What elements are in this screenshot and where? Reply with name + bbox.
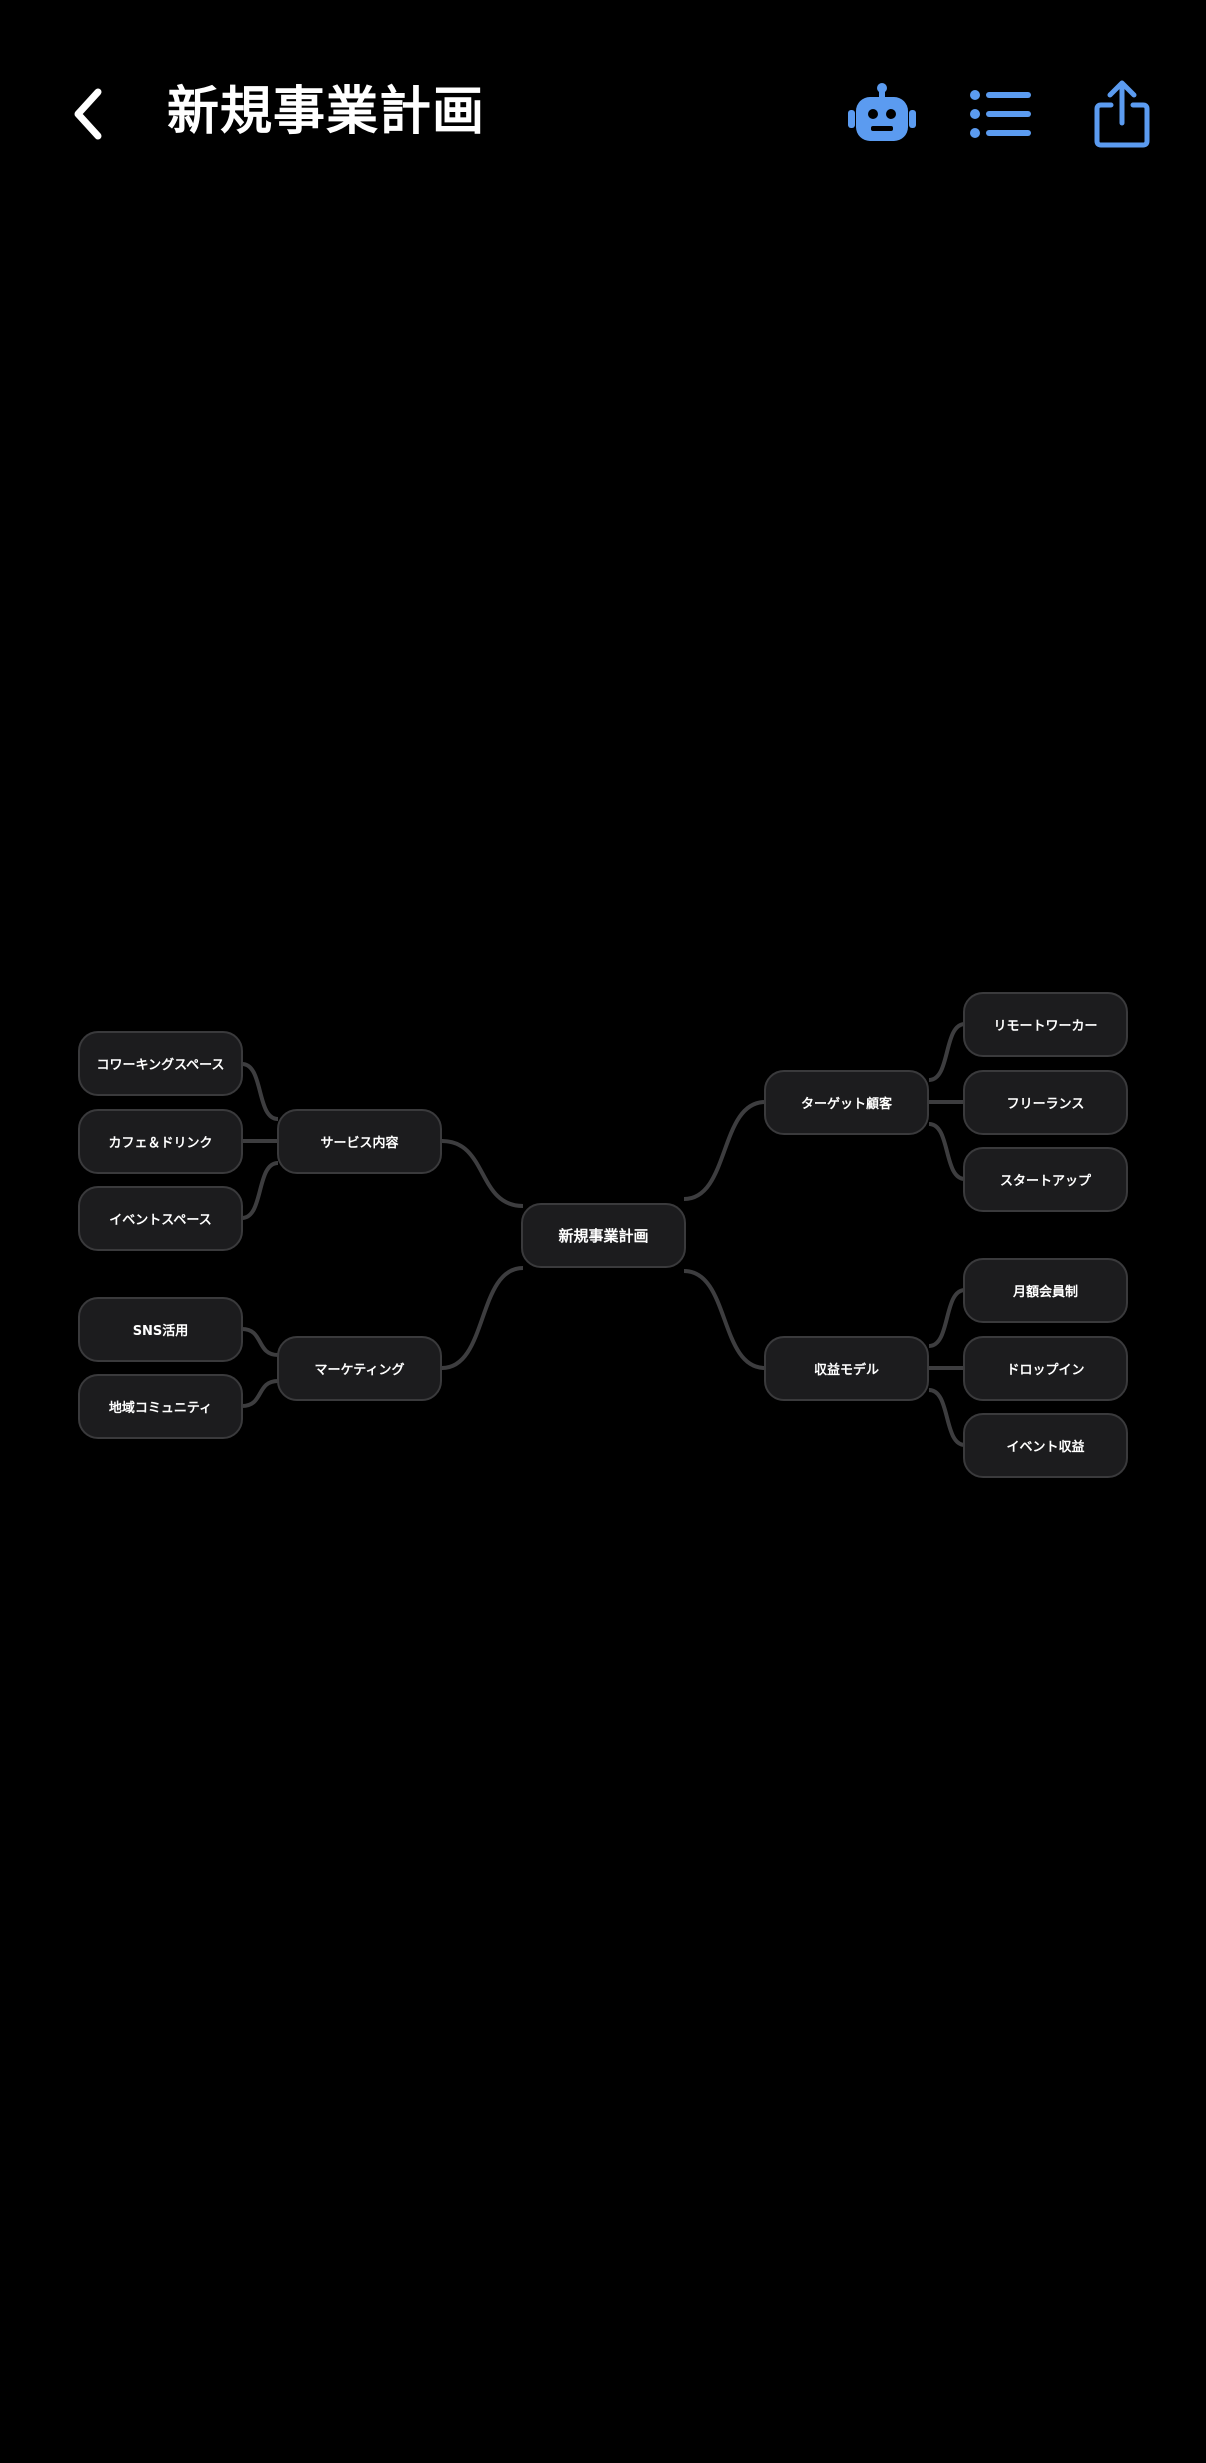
leaf-node-remote-worker[interactable]: リモートワーカー: [963, 992, 1128, 1057]
leaf-node-freelance[interactable]: フリーランス: [963, 1070, 1128, 1135]
branch-node-marketing[interactable]: マーケティング: [277, 1336, 442, 1401]
edge-revenue-event: [928, 1388, 966, 1447]
edge-marketing-sns: [241, 1327, 279, 1357]
edge-root-revenue: [683, 1269, 766, 1370]
top-navigation-bar: 新規事業計画: [0, 60, 1206, 165]
leaf-node-event-space[interactable]: イベントスペース: [78, 1186, 243, 1251]
leaf-node-drop-in[interactable]: ドロップイン: [963, 1336, 1128, 1401]
outline-list-button[interactable]: [961, 74, 1041, 154]
leaf-node-event-revenue[interactable]: イベント収益: [963, 1413, 1128, 1478]
edge-root-target: [683, 1100, 766, 1201]
branch-node-target-customers[interactable]: ターゲット顧客: [764, 1070, 929, 1135]
edge-root-marketing: [441, 1266, 524, 1370]
robot-button[interactable]: [842, 74, 922, 154]
edge-target-remote: [928, 1022, 966, 1082]
edge-service-coworking: [241, 1062, 279, 1121]
back-button[interactable]: [48, 74, 128, 154]
robot-icon: [848, 83, 916, 141]
share-icon: [1094, 80, 1150, 148]
edge-root-service: [441, 1139, 524, 1208]
leaf-node-monthly-membership[interactable]: 月額会員制: [963, 1258, 1128, 1323]
leaf-node-local-community[interactable]: 地域コミュニティ: [78, 1374, 243, 1439]
branch-node-revenue-model[interactable]: 収益モデル: [764, 1336, 929, 1401]
share-button[interactable]: [1082, 74, 1162, 154]
list-icon: [970, 90, 1031, 138]
leaf-node-startup[interactable]: スタートアップ: [963, 1147, 1128, 1212]
branch-node-service-content[interactable]: サービス内容: [277, 1109, 442, 1174]
leaf-node-sns[interactable]: SNS活用: [78, 1297, 243, 1362]
page-title: 新規事業計画: [167, 82, 486, 142]
edge-target-startup: [928, 1122, 966, 1181]
edge-marketing-community: [241, 1379, 279, 1408]
edge-revenue-monthly: [928, 1288, 966, 1348]
mindmap-root-node[interactable]: 新規事業計画: [521, 1203, 686, 1268]
edge-service-eventspace: [241, 1161, 279, 1220]
leaf-node-coworking-space[interactable]: コワーキングスペース: [78, 1031, 243, 1096]
leaf-node-cafe-drink[interactable]: カフェ＆ドリンク: [78, 1109, 243, 1174]
chevron-left-icon: [74, 88, 102, 140]
